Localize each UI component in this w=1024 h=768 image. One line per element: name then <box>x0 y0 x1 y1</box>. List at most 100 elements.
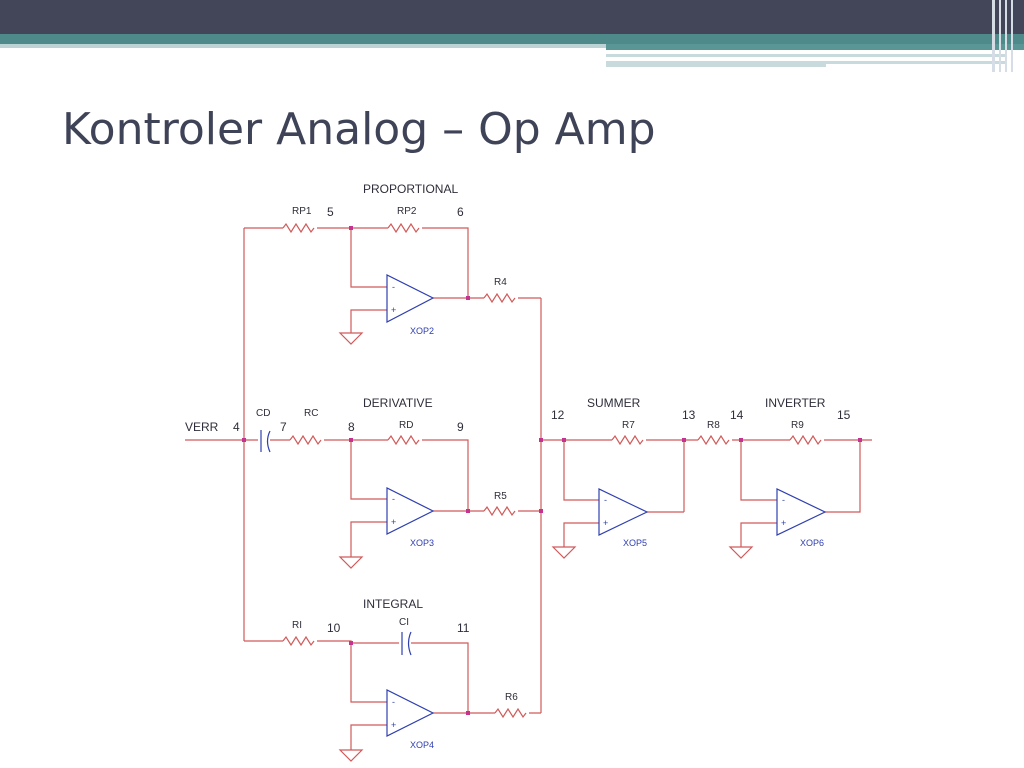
opamp-xop2: - + <box>386 274 435 323</box>
slide-header-bars <box>0 0 1024 72</box>
xop5-pin-minus: - <box>604 495 607 505</box>
wire-integ-inv <box>350 643 387 703</box>
header-teal-extension <box>606 44 1024 50</box>
xop6-pin-minus: - <box>782 495 785 505</box>
header-teal-bar <box>0 34 1024 44</box>
resistor-rc <box>289 434 322 446</box>
resistor-r5 <box>483 505 516 517</box>
capacitor-ci <box>401 631 412 656</box>
junction-dot <box>466 509 470 513</box>
xop3-pin-minus: - <box>392 494 395 504</box>
wire-inverter-inv <box>740 440 777 501</box>
junction-dot <box>242 438 246 442</box>
label-r6: R6 <box>505 692 518 703</box>
resistor-ri <box>282 635 315 647</box>
xop3-pin-plus: + <box>391 517 396 527</box>
wire-deriv-gnd <box>350 521 387 557</box>
ground-icon <box>338 556 364 569</box>
label-r8: R8 <box>707 420 720 431</box>
junction-dot <box>539 438 543 442</box>
label-r5: R5 <box>494 491 507 502</box>
label-rc: RC <box>304 408 318 419</box>
xop6-pin-plus: + <box>781 518 786 528</box>
ground-symbols <box>338 332 754 762</box>
resistor-r4 <box>483 292 516 304</box>
label-rp1: RP1 <box>292 206 312 217</box>
section-label-integral: INTEGRAL <box>363 597 423 611</box>
header-dark-bar <box>0 0 1024 34</box>
resistor-r8 <box>697 434 730 446</box>
label-ri: RI <box>292 620 302 631</box>
node-14: 14 <box>730 408 744 422</box>
node-11: 11 <box>457 621 470 635</box>
wire-integ-gnd <box>350 724 387 750</box>
ground-icon <box>728 546 754 559</box>
wire-summer-in <box>541 439 685 512</box>
opamp-xop3: - + <box>386 487 435 535</box>
opamp-xop6: - + <box>776 488 827 536</box>
header-accent-line-1 <box>606 54 1006 57</box>
junction-dot <box>539 509 543 513</box>
node-5: 5 <box>327 205 334 219</box>
header-vertical-stripe-1 <box>992 0 995 72</box>
label-xop5: XOP5 <box>623 538 647 548</box>
header-light-strip <box>0 44 1024 48</box>
opamp-xop5: - + <box>598 488 649 536</box>
capacitor-cd <box>260 430 271 453</box>
junction-dot <box>349 438 353 442</box>
ground-icon <box>551 546 577 559</box>
xop4-pin-minus: - <box>392 697 395 707</box>
resistor-rp1 <box>282 222 315 234</box>
ground-icon <box>338 332 364 345</box>
label-cd: CD <box>256 408 270 419</box>
header-accent-line-2 <box>606 61 826 67</box>
ground-icon <box>338 749 364 762</box>
node-12: 12 <box>551 408 565 422</box>
resistor-r9 <box>789 434 822 446</box>
wire-summer-gnd <box>563 522 599 547</box>
junction-dot <box>349 641 353 645</box>
label-r4: R4 <box>494 277 507 288</box>
wire-inverter-fb <box>825 440 861 513</box>
node-4: 4 <box>233 420 240 434</box>
header-vertical-stripe-4 <box>1011 0 1013 72</box>
xop5-pin-plus: + <box>603 518 608 528</box>
header-accent-line-3 <box>826 61 1006 64</box>
label-r7: R7 <box>622 420 635 431</box>
header-vertical-stripe-3 <box>1005 0 1007 72</box>
label-xop4: XOP4 <box>410 740 434 750</box>
node-15: 15 <box>837 408 851 422</box>
wire-deriv-top <box>270 439 469 511</box>
resistor-r6 <box>494 707 527 719</box>
label-xop6: XOP6 <box>800 538 824 548</box>
resistor-rp2 <box>387 222 420 234</box>
wires <box>185 227 872 750</box>
resistors <box>282 222 822 719</box>
junction-dot <box>682 438 686 442</box>
node-10: 10 <box>327 621 341 635</box>
wire-deriv-inv <box>350 440 387 500</box>
node-8: 8 <box>348 420 355 434</box>
resistor-r7 <box>611 434 644 446</box>
label-xop3: XOP3 <box>410 538 434 548</box>
label-rd: RD <box>399 420 413 431</box>
input-label-verr: VERR <box>185 420 219 434</box>
label-r9: R9 <box>791 420 804 431</box>
junction-dot <box>466 711 470 715</box>
label-rp2: RP2 <box>397 206 417 217</box>
label-xop2: XOP2 <box>410 326 434 336</box>
node-6: 6 <box>457 205 464 219</box>
junction-dot <box>349 226 353 230</box>
junction-dot <box>562 438 566 442</box>
wire-summer-inv <box>563 440 599 501</box>
header-vertical-stripe-2 <box>999 0 1001 72</box>
node-7: 7 <box>280 420 287 434</box>
junction-dots <box>242 226 862 715</box>
xop4-pin-plus: + <box>391 720 396 730</box>
xop2-pin-minus: - <box>392 282 395 292</box>
junction-dot <box>739 438 743 442</box>
node-9: 9 <box>457 420 464 434</box>
node-13: 13 <box>682 408 696 422</box>
section-label-proportional: PROPORTIONAL <box>363 182 458 196</box>
